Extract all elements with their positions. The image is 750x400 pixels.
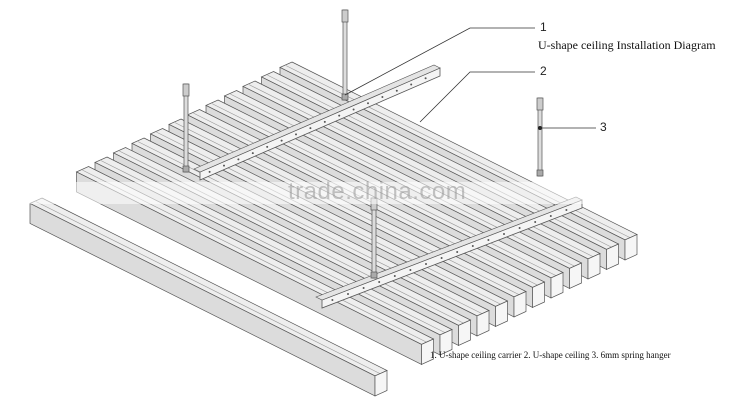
carrier-hole — [503, 233, 505, 235]
carrier-hole — [280, 139, 283, 142]
legend: 1. U-shape ceiling carrier 2. U-shape ce… — [430, 350, 671, 360]
strip-end-face — [532, 281, 545, 308]
strip-groove — [174, 122, 521, 296]
carrier-hole — [367, 102, 369, 105]
callout-3: 3 — [600, 120, 607, 134]
carrier-hole — [549, 215, 552, 217]
strip-groove — [230, 93, 576, 267]
strip-end-face — [587, 252, 601, 280]
carrier-hole — [208, 170, 211, 173]
carrier-hole — [471, 245, 474, 247]
carrier-hole — [266, 145, 269, 148]
leader-lines — [344, 27, 596, 129]
hanger-spring — [182, 83, 190, 97]
watermark-band — [0, 182, 750, 204]
strip-groove — [35, 201, 382, 375]
hanger-clip — [182, 165, 190, 173]
carrier-hole — [251, 152, 254, 155]
hanger-spring — [341, 9, 349, 23]
callout-1: 1 — [540, 20, 547, 34]
u-shape-ceiling-strip — [75, 166, 435, 365]
loose-u-shape-ceiling-strip — [29, 197, 388, 397]
hanger-clip — [341, 93, 349, 101]
strip-end-face — [495, 300, 508, 327]
spring-hanger — [182, 83, 190, 173]
strip-groove — [248, 84, 595, 258]
carrier-hole — [409, 269, 412, 271]
carrier-hole — [381, 95, 384, 98]
callout-2: 2 — [540, 64, 547, 78]
carrier-hole — [518, 227, 521, 229]
carrier-hole — [338, 114, 341, 117]
spring-hanger — [370, 197, 378, 279]
watermark: trade.china.com — [288, 178, 467, 205]
strip-end-face — [606, 243, 619, 270]
strip-end-face — [624, 233, 638, 261]
strip-end-face — [374, 369, 388, 397]
carrier-hole — [295, 133, 297, 136]
carrier-hole — [440, 257, 443, 259]
carrier-hole — [565, 209, 568, 211]
strip-groove — [267, 74, 613, 248]
hanger-clip — [370, 271, 378, 279]
spring-hanger — [536, 97, 544, 177]
strip-end-face — [569, 262, 582, 289]
strip-end-face — [458, 319, 471, 346]
carrier-hole — [309, 127, 312, 130]
ceiling-carrier — [193, 64, 441, 181]
ceiling-carriers — [193, 64, 583, 309]
carrier-hole — [331, 299, 334, 301]
strip-groove — [119, 150, 465, 324]
hanger-clip — [536, 169, 544, 177]
strip-end-face — [513, 290, 527, 318]
carrier-hole — [362, 287, 365, 289]
carrier-hole — [352, 108, 355, 111]
strip-end-face — [421, 338, 434, 365]
carrier-hole — [393, 275, 396, 277]
spring-hanger — [341, 9, 349, 101]
carrier-hole — [456, 251, 459, 253]
carrier-hole — [534, 221, 537, 223]
carrier-hole — [395, 89, 398, 92]
strip-groove — [137, 141, 484, 315]
carrier-hole — [410, 83, 413, 86]
carrier-hole — [424, 77, 427, 80]
diagram-title: U-shape ceiling Installation Diagram — [538, 38, 716, 52]
carrier-hole — [237, 158, 240, 161]
carrier-hole — [323, 120, 326, 123]
hanger-spring — [536, 97, 544, 111]
strip-end-face — [439, 328, 453, 356]
strip-end-face — [550, 271, 564, 299]
carrier-hole — [223, 164, 225, 167]
hanger-rod — [183, 83, 189, 173]
carrier-hole — [425, 263, 427, 265]
carrier-top — [193, 64, 441, 173]
hanger-rod — [342, 9, 348, 101]
carrier-hole — [378, 281, 381, 283]
carrier-hole — [347, 293, 349, 295]
carrier-hole — [487, 239, 490, 241]
strip-end-face — [476, 309, 490, 337]
